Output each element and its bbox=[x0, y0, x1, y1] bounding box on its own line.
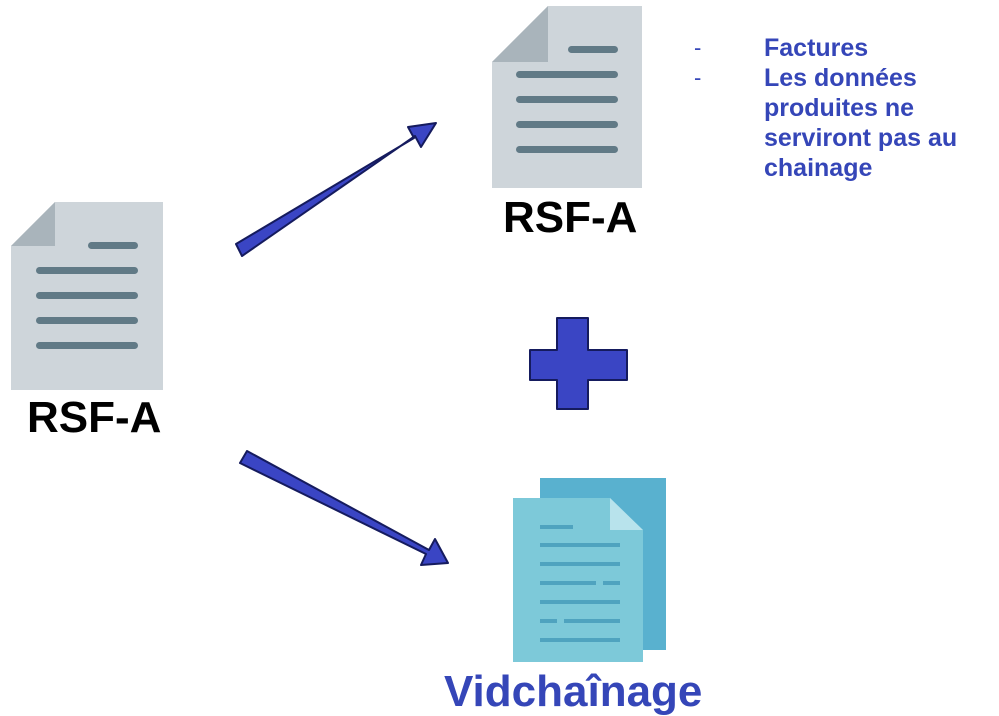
notes-list: - Factures - Les données produites ne se… bbox=[680, 33, 995, 183]
arrow-to-rsf-a bbox=[235, 122, 437, 257]
source-document-label: RSF-A bbox=[27, 393, 162, 442]
note-item: - Les données produites ne serviront pas… bbox=[680, 63, 995, 183]
output-documents-stack-icon bbox=[513, 478, 666, 662]
arrow-to-vidchainage bbox=[239, 450, 449, 566]
output-document-label: Vidchaînage bbox=[444, 667, 703, 716]
target-document-label: RSF-A bbox=[503, 193, 638, 242]
bullet-dash: - bbox=[694, 65, 702, 90]
bullet-dash: - bbox=[694, 35, 702, 60]
target-document-icon bbox=[492, 6, 642, 188]
plus-icon bbox=[529, 317, 628, 410]
note-item: - Factures bbox=[680, 33, 995, 63]
note-text: Les données produites ne serviront pas a… bbox=[764, 64, 958, 182]
source-document-icon bbox=[11, 202, 163, 390]
note-text: Factures bbox=[764, 34, 869, 62]
